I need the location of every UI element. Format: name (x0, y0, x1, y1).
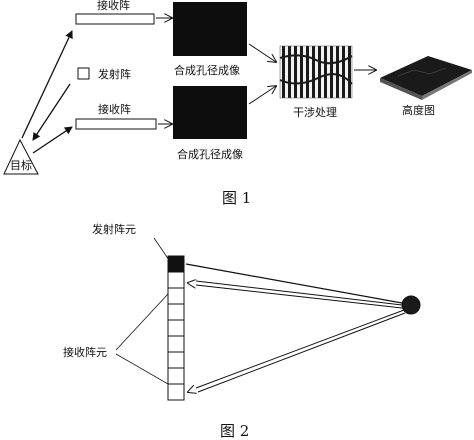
sar-image-top-label: 合成孔径成像 (174, 63, 240, 77)
receive-array-top (75, 13, 155, 25)
arrow-sar-top-to-interferogram (248, 43, 276, 62)
sar-image-top (173, 2, 247, 56)
target-label: 目标 (10, 158, 32, 172)
receive-element (167, 383, 185, 401)
receive-element (167, 335, 185, 353)
receive-element (167, 351, 185, 369)
transmit-element (167, 255, 185, 273)
receive-element (167, 287, 185, 305)
echo-arrow-to-bottom-array (32, 126, 73, 154)
echo-arrow-to-top-array (21, 30, 73, 139)
transmit-arrow-to-target (32, 83, 71, 141)
sar-image-bottom (173, 86, 247, 139)
echo-ray-lower (188, 309, 406, 392)
transmit-ray (185, 263, 403, 304)
receive-element (167, 271, 185, 289)
receive-array-top-label: 接收阵 (97, 0, 130, 12)
sar-image-bottom-label: 合成孔径成像 (177, 147, 243, 161)
arrow-sar-bottom-to-interferogram (248, 86, 276, 105)
target-triangle (3, 138, 39, 175)
transmit-array (77, 67, 90, 80)
receive-array-bottom (75, 118, 157, 130)
array-column (167, 255, 185, 401)
height-map-image (380, 56, 472, 100)
receive-array-bottom-label: 接收阵 (98, 102, 131, 116)
receive-element (167, 367, 185, 385)
receive-element-leader-lower (115, 353, 169, 385)
target-sphere (401, 295, 421, 315)
interferogram-image (279, 45, 353, 99)
transmit-element-label: 发射阵元 (92, 222, 136, 236)
receive-element (167, 319, 185, 337)
figure-1: 接收阵 发射阵 接收阵 目标 合成孔径成像 合成孔径成像 (3, 0, 472, 207)
figure-2-caption: 图 2 (220, 422, 249, 440)
receive-element (167, 303, 185, 321)
echo-ray-upper (188, 281, 403, 309)
receive-element-label: 接收阵元 (63, 345, 107, 359)
figure-2: 发射阵元 接收阵元 图 2 (63, 222, 421, 440)
figure-1-caption: 图 1 (222, 189, 251, 207)
receive-element-leader-upper (115, 293, 169, 351)
height-map-label: 高度图 (402, 103, 435, 117)
transmit-element-leader (153, 237, 170, 261)
interferometry-label: 干涉处理 (293, 105, 337, 119)
transmit-array-label: 发射阵 (98, 67, 131, 81)
